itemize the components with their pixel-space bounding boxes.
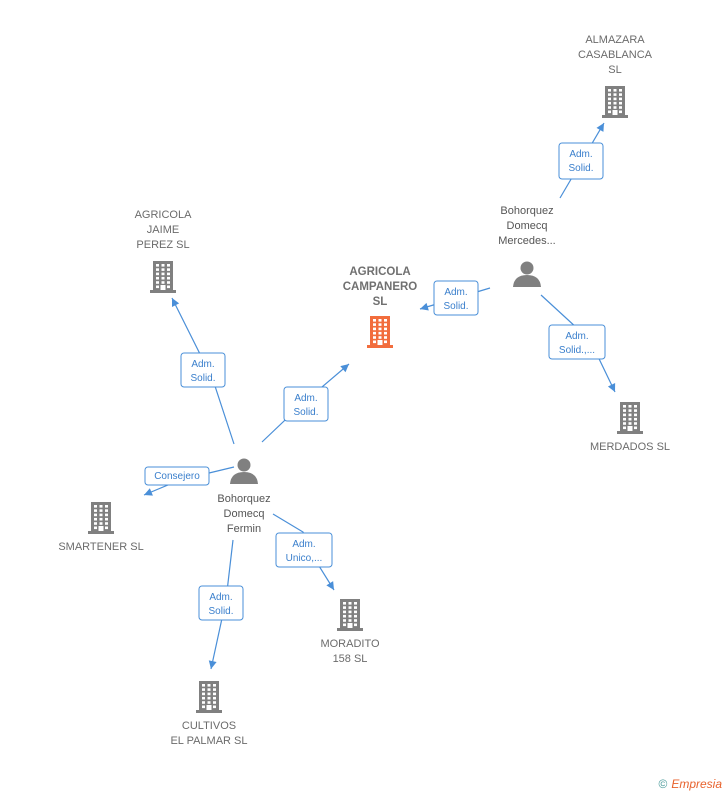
relation-label-box [198,585,244,621]
building-icon [337,599,363,631]
company-node-cultivos[interactable]: CULTIVOS EL PALMAR SL [170,681,248,747]
relation-label-text: Adm. [191,359,214,370]
relation-fermin_moradito[interactable]: Adm. Unico,... [272,513,335,591]
company-name: CULTIVOS [182,720,236,732]
relation-label-box [275,532,333,568]
company-name: AGRICOLA [135,209,193,221]
building-icon [150,261,176,293]
company-name: ALMAZARA [585,34,645,46]
arrow-head [144,488,153,496]
arrow-head [208,660,217,669]
relation-label-text: Adm. [565,331,588,342]
relation-fermin_campanero[interactable]: Adm. Solid. [261,363,350,443]
company-name: MERDADOS SL [590,441,670,453]
relation-label-box [144,466,210,486]
company-name: MORADITO [320,638,380,650]
building-icon [196,681,222,713]
relation-label-box [558,142,604,180]
building-icon [367,316,393,348]
company-name: SL [608,64,621,76]
relation-label-text: Solid. [208,606,233,617]
relation-fermin_jaime[interactable]: Adm. Solid. [171,297,235,445]
relation-label-text: Solid. [293,407,318,418]
person-name: Mercedes... [498,235,555,247]
company-name: SMARTENER SL [58,541,143,553]
relation-label[interactable]: Adm. Solid. [558,142,604,180]
company-node-agricola_campanero[interactable]: AGRICOLA CAMPANERO SL [343,266,418,348]
company-name: JAIME [147,224,179,236]
company-name: CASABLANCA [578,49,653,61]
relation-label[interactable]: Consejero [144,466,210,486]
relation-label-box [433,280,479,316]
arrow-head [172,298,180,307]
company-name: 158 SL [333,653,368,665]
company-name: PEREZ SL [136,239,189,251]
relation-label-text: Unico,... [286,553,323,564]
relation-label-box [548,324,606,360]
relation-mercedes_campanero[interactable]: Adm. Solid. [419,280,491,316]
relation-label[interactable]: Adm. Solid.,... [548,324,606,360]
relation-label-box [283,386,329,422]
relation-label-text: Adm. [209,592,232,603]
relation-label[interactable]: Adm. Unico,... [275,532,333,568]
company-node-merdados[interactable]: MERDADOS SL [590,402,670,453]
person-node-mercedes[interactable]: BohorquezDomecqMercedes... [498,205,556,287]
relation-mercedes_merdados[interactable]: Adm. Solid.,... [540,294,616,393]
arrow-head [420,302,429,311]
company-name: CAMPANERO [343,281,418,293]
relation-fermin_smartener[interactable]: Consejero [143,466,235,496]
building-icon [617,402,643,434]
brand-footer: ©Empresia [658,777,722,791]
building-icon [88,502,114,534]
person-name: Domecq [224,508,265,520]
relation-label[interactable]: Adm. Solid. [433,280,479,316]
relation-label-text: Adm. [569,149,592,160]
person-name: Fermin [227,523,261,535]
arrow-head [607,383,616,392]
company-node-moradito[interactable]: MORADITO 158 SL [320,599,380,665]
copyright-icon: © [658,777,668,791]
person-icon [513,261,541,287]
relation-label-text: Consejero [154,471,200,482]
relation-label-text: Adm. [292,539,315,550]
arrow-head [596,123,604,132]
person-name: Domecq [507,220,548,232]
company-name: SL [373,296,388,308]
arrow-head [326,581,334,590]
relation-label[interactable]: Adm. Solid. [283,386,329,422]
company-name: AGRICOLA [349,266,410,278]
relation-fermin_cultivos[interactable]: Adm. Solid. [198,539,244,670]
company-node-agricola_jaime[interactable]: AGRICOLA JAIME PEREZ SL [135,209,193,293]
relation-label-text: Solid. [443,301,468,312]
building-icon [602,86,628,118]
relation-label[interactable]: Adm. Solid. [180,352,226,388]
person-name: Bohorquez [500,205,553,217]
relation-label[interactable]: Adm. Solid. [198,585,244,621]
person-icon [230,458,258,484]
company-node-almazara[interactable]: ALMAZARA CASABLANCA SL [578,34,653,118]
relation-mercedes_almazara[interactable]: Adm. Solid. [558,122,605,199]
company-node-smartener[interactable]: SMARTENER SL [58,502,144,553]
arrow-head [340,364,349,373]
relation-label-text: Solid.,... [559,345,595,356]
person-name: Bohorquez [217,493,270,505]
relation-label-text: Adm. [444,287,467,298]
relation-label-text: Solid. [190,373,215,384]
company-name: EL PALMAR SL [170,735,247,747]
relation-label-text: Adm. [294,393,317,404]
relation-label-text: Solid. [568,163,593,174]
brand-name[interactable]: Empresia [671,777,722,791]
relation-label-box [180,352,226,388]
